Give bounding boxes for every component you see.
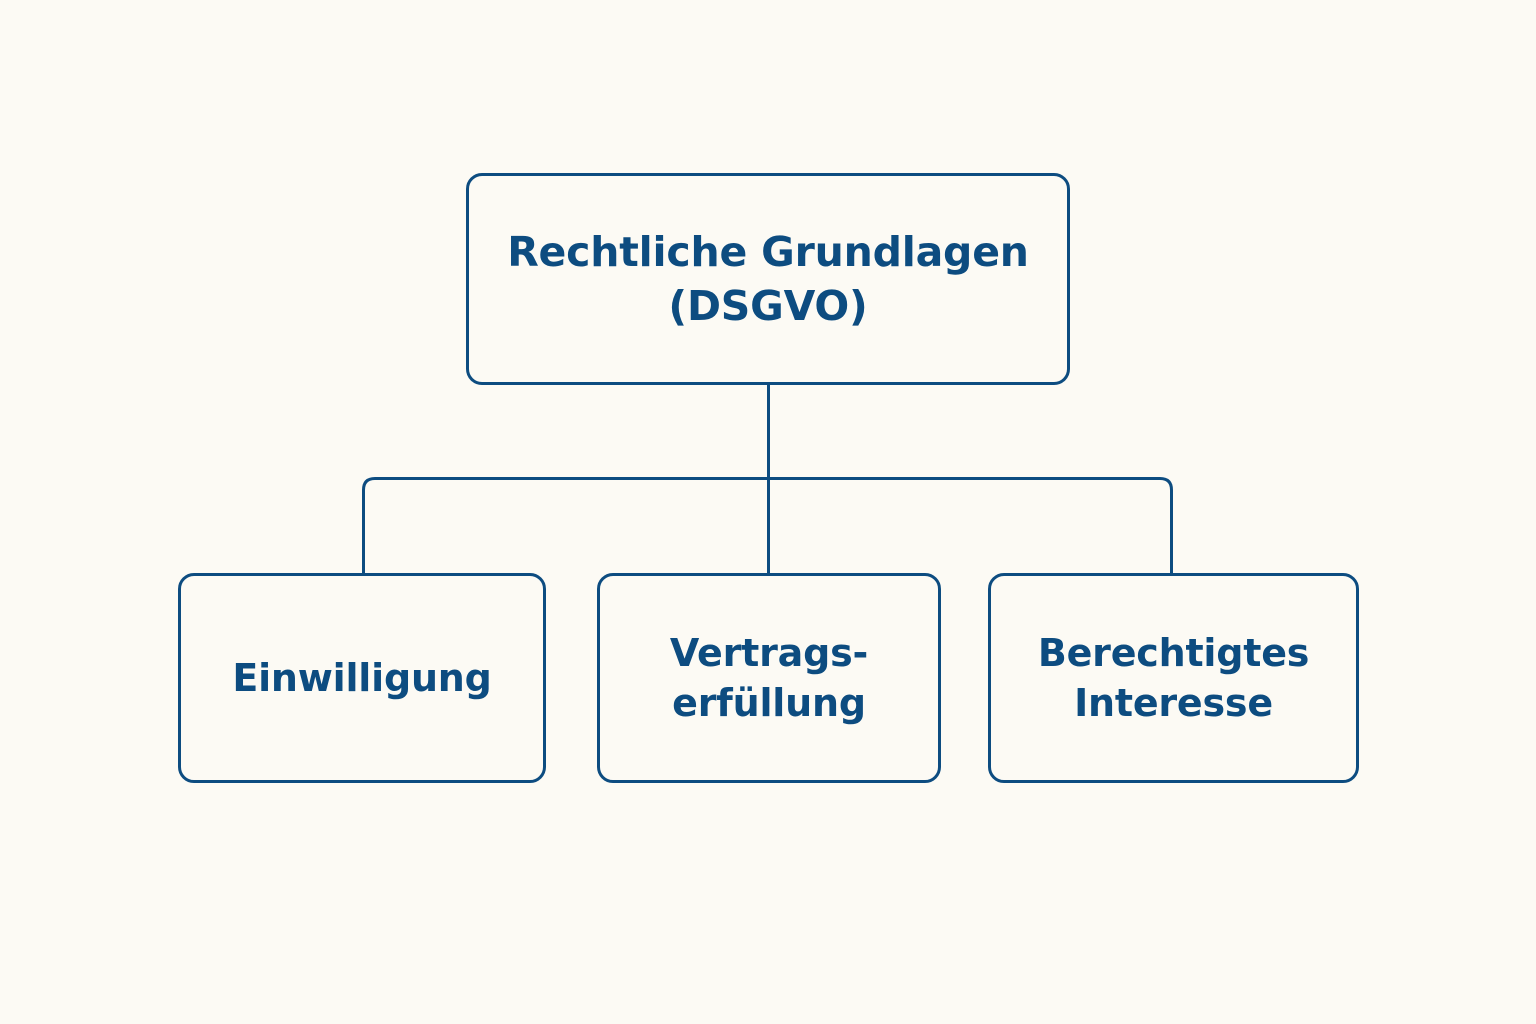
connector-bus-right-branch — [768, 477, 1173, 573]
node-berechtigtes-interesse-label: Berechtigtes Interesse — [1037, 630, 1310, 725]
node-berechtigtes-interesse[interactable]: Berechtigtes Interesse — [988, 573, 1359, 783]
node-vertragserfuellung[interactable]: Vertrags- erfüllung — [597, 573, 941, 783]
node-einwilligung[interactable]: Einwilligung — [178, 573, 546, 783]
node-vertragserfuellung-label: Vertrags- erfüllung — [669, 630, 869, 725]
connector-bus-left-branch — [362, 477, 769, 573]
node-root-label: Rechtliche Grundlagen (DSGVO) — [507, 227, 1029, 330]
node-root[interactable]: Rechtliche Grundlagen (DSGVO) — [466, 173, 1070, 385]
node-einwilligung-label: Einwilligung — [232, 655, 492, 700]
